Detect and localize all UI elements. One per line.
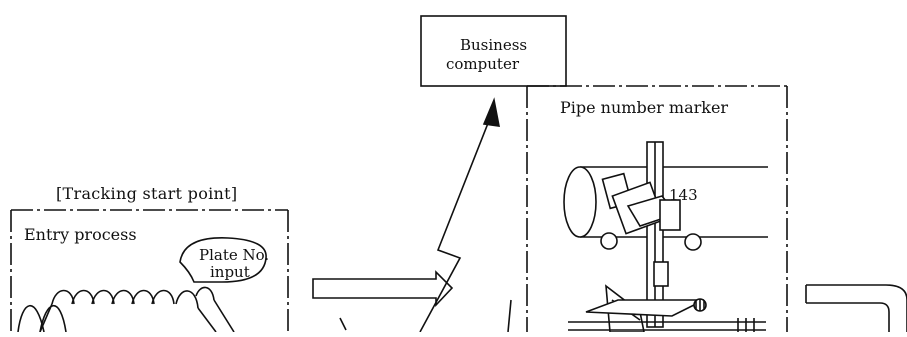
marker-base xyxy=(568,299,766,332)
coil-loops xyxy=(17,286,235,333)
small-tick xyxy=(339,317,347,331)
business-computer-label-line1: Business xyxy=(460,36,528,54)
roller-left xyxy=(600,232,618,250)
tracking-start-point-label: [Tracking start point] xyxy=(56,184,238,203)
entry-process-label: Entry process xyxy=(24,225,137,244)
business-computer-label-line2: computer xyxy=(446,55,519,73)
plate-no-label-line2: input xyxy=(210,263,250,281)
pipe-number-label: 143 xyxy=(669,186,698,204)
business-computer-box xyxy=(420,15,567,87)
flow-arrow xyxy=(312,270,454,308)
marker-knob xyxy=(693,298,707,312)
data-link-lightning xyxy=(419,107,495,333)
plate-no-label-line1: Plate No. xyxy=(199,246,270,264)
pipe-marker-box xyxy=(507,85,788,333)
data-link-arrowhead xyxy=(482,97,500,127)
roller-right xyxy=(684,233,702,251)
exit-arrow xyxy=(805,284,907,332)
entry-process-box xyxy=(10,209,289,332)
plate-input-bubble xyxy=(179,237,267,283)
pipe-number-marker-label: Pipe number marker xyxy=(560,98,729,117)
